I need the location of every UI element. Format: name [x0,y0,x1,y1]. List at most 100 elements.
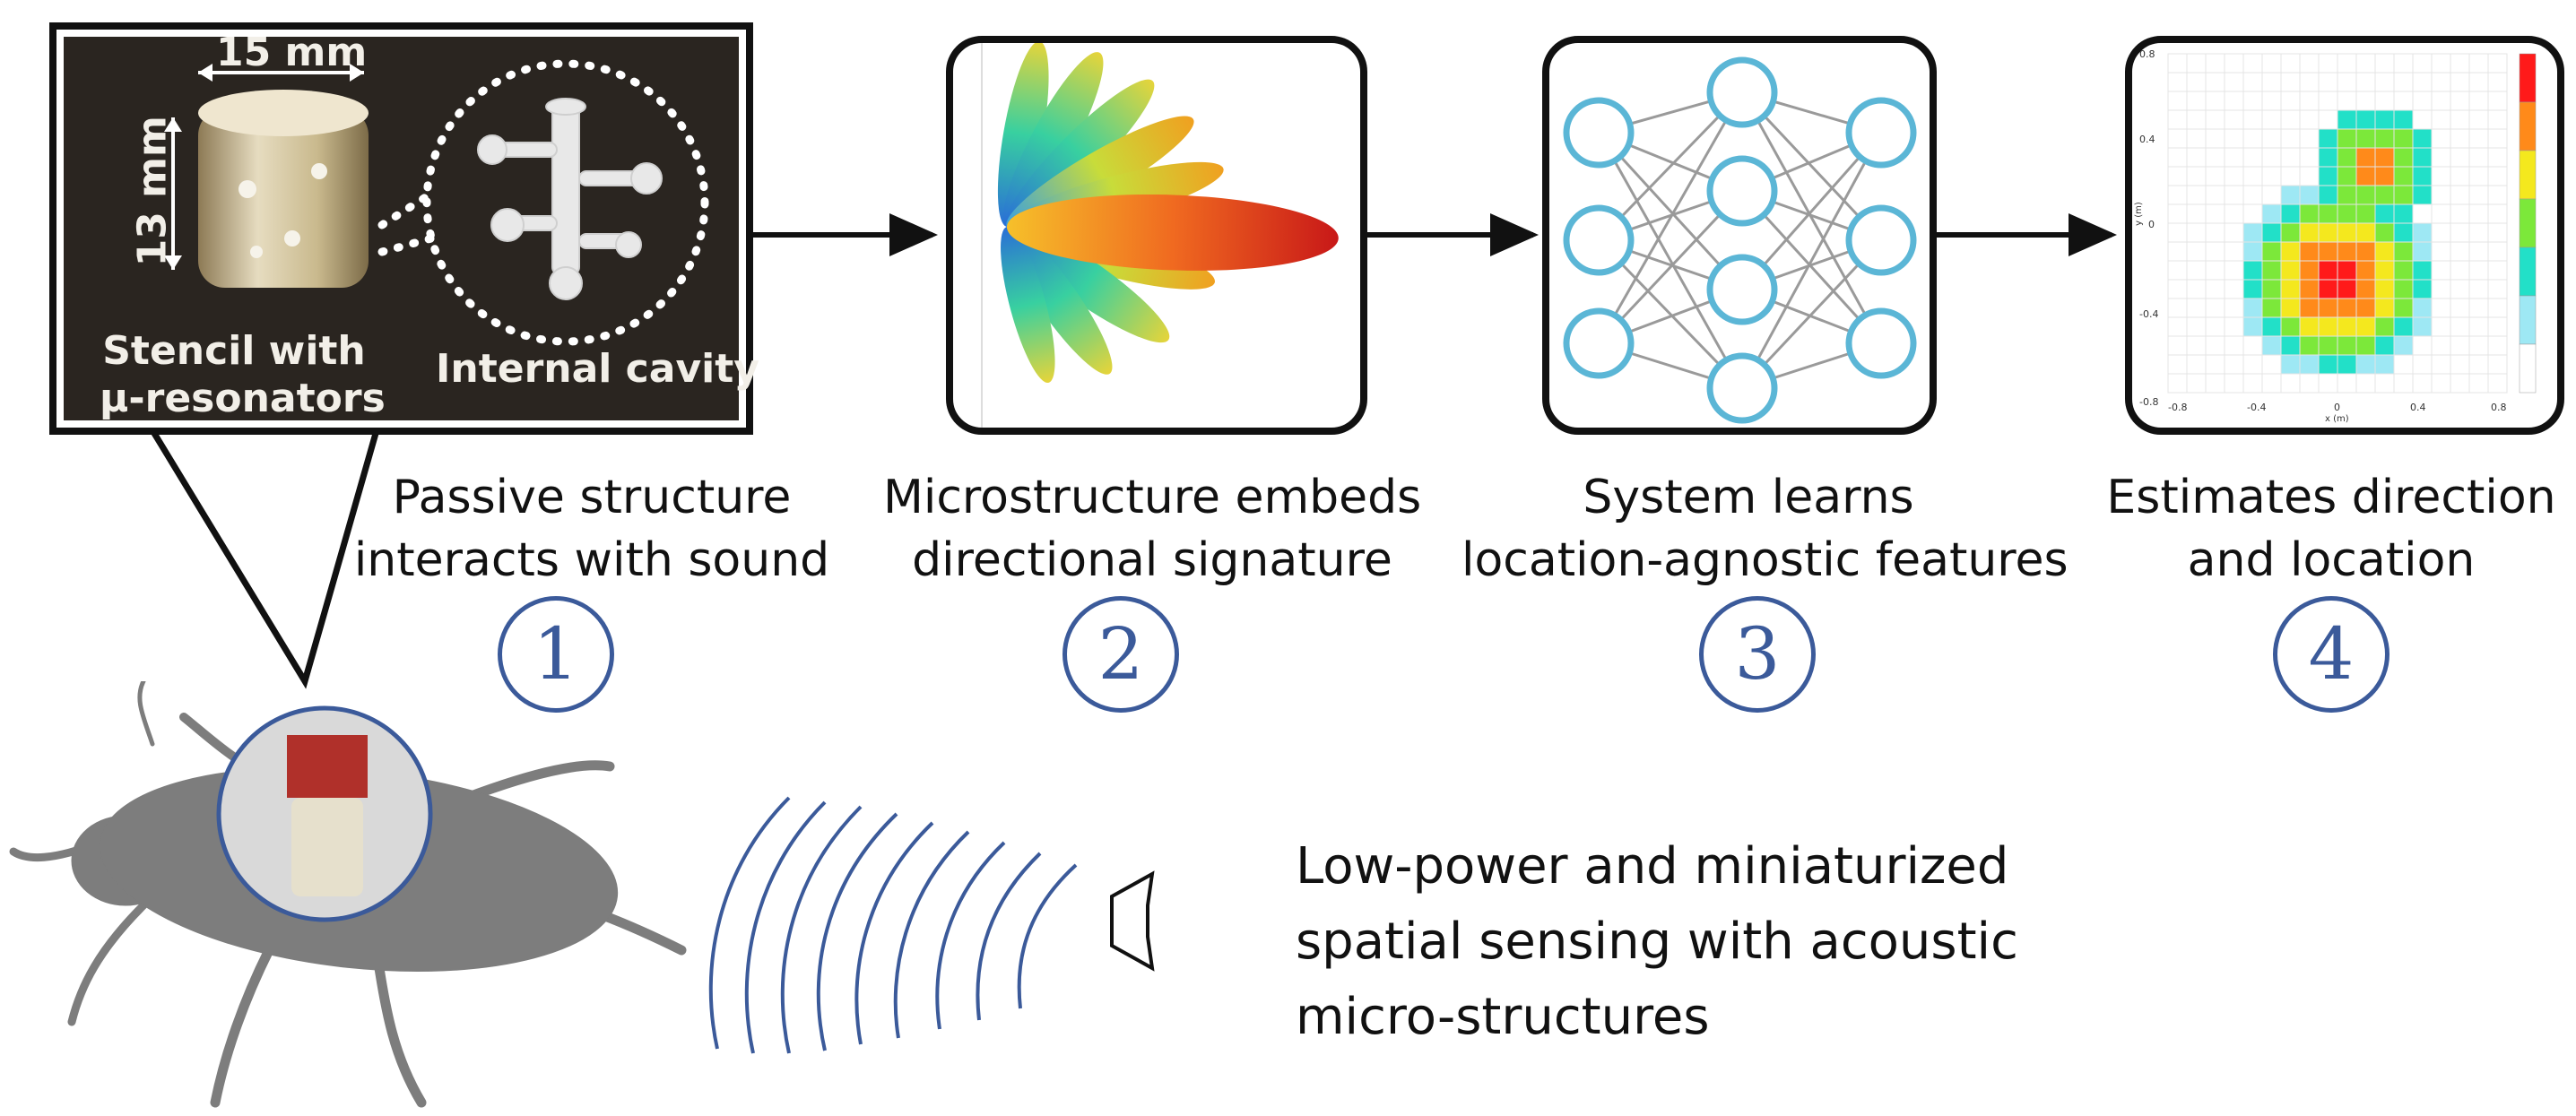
y-tick-label: 0.8 [2139,48,2155,60]
heatmap-cell [2318,91,2338,111]
heatmap-cell [2487,222,2508,243]
heatmap-cell [2318,128,2338,149]
heatmap-cell [2412,147,2433,168]
heatmap-cell [2450,241,2470,262]
directional-pattern-plot [981,43,1339,428]
heatmap-cell [2355,316,2376,337]
heatmap-cell [2299,354,2320,375]
heatmap-cell [2337,53,2357,74]
heatmap-cell [2224,72,2244,92]
heatmap-cell [2412,222,2433,243]
heatmap-cell [2242,260,2263,281]
heatmap-cell [2468,203,2489,224]
heatmap-cell [2393,72,2414,92]
heatmap-cell [2468,335,2489,356]
heatmap-cell [2374,222,2395,243]
colorbar-segment [2519,295,2537,345]
heatmap-cell [2337,373,2357,394]
heatmap-cell [2468,166,2489,186]
heatmap-cell [2242,279,2263,299]
heatmap-cell [2412,316,2433,337]
heatmap-cell [2280,260,2301,281]
heatmap-cell [2374,185,2395,205]
heatmap-cell [2318,373,2338,394]
heatmap-cell [2261,53,2282,74]
heatmap-cell [2186,53,2207,74]
heatmap-cell [2261,222,2282,243]
heatmap-cell [2318,354,2338,375]
heatmap-cell [2450,185,2470,205]
heatmap-cell [2280,373,2301,394]
heatmap-cell [2393,316,2414,337]
heatmap-cell [2337,166,2357,186]
heatmap-cell [2337,203,2357,224]
heatmap-cell [2374,128,2395,149]
heatmap-cell [2261,109,2282,130]
heatmap-cell [2374,373,2395,394]
heatmap-cell [2374,72,2395,92]
heatmap-cell [2299,279,2320,299]
x-tick-label: 0.4 [2410,402,2426,413]
heatmap-cell [2318,203,2338,224]
heatmap-y-ticks: 0.8 0.4 0 -0.4 -0.8 [2139,48,2166,408]
heatmap-cell [2412,91,2433,111]
heatmap-cell [2412,109,2433,130]
heatmap-cell [2261,316,2282,337]
heatmap-cell [2468,222,2489,243]
heatmap-cell [2374,109,2395,130]
heatmap-cell [2186,203,2207,224]
heatmap-cell [2186,222,2207,243]
nn-node [1845,97,1917,169]
heatmap-cell [2468,354,2489,375]
heatmap-cell [2299,335,2320,356]
heatmap-cell [2450,335,2470,356]
heatmap-cell [2412,373,2433,394]
step-2-number-badge: 2 [1062,596,1179,713]
heatmap-cell [2487,316,2508,337]
heatmap-cell [2355,222,2376,243]
heatmap-cell [2242,91,2263,111]
heatmap-cell [2280,109,2301,130]
colorbar-segment [2519,53,2537,103]
heatmap-cell [2242,72,2263,92]
heatmap-cell [2450,298,2470,318]
heatmap-cell [2186,147,2207,168]
step-4-caption: Estimates direction and location [2106,471,2556,588]
sound-waves [708,796,1155,1054]
heatmap-cell [2355,53,2376,74]
heatmap-cell [2337,335,2357,356]
nn-node [1706,56,1778,128]
heatmap-cell [2167,373,2188,394]
heatmap-cell [2393,354,2414,375]
heatmap-cell [2205,109,2225,130]
heatmap-cell [2280,91,2301,111]
heatmap-cell [2280,72,2301,92]
heatmap-cell [2355,260,2376,281]
height-dimension-label: 13 mm [129,116,176,267]
heatmap-cell [2487,128,2508,149]
heatmap-cell [2412,203,2433,224]
heatmap-cell [2468,128,2489,149]
heatmap-cell [2355,373,2376,394]
heatmap-cell [2487,203,2508,224]
heatmap-cell [2487,147,2508,168]
heatmap-cell [2450,260,2470,281]
heatmap-cell [2393,166,2414,186]
heatmap-cell [2318,166,2338,186]
heatmap-cell [2337,279,2357,299]
colorbar-segment [2519,101,2537,151]
heatmap-cell [2167,316,2188,337]
heatmap-cell [2242,241,2263,262]
heatmap-cell [2318,279,2338,299]
heatmap-cell [2412,185,2433,205]
heatmap-cell [2224,222,2244,243]
directional-pattern-panel [946,36,1367,435]
heatmap-cell [2261,260,2282,281]
heatmap-cell [2224,203,2244,224]
heatmap-cell [2337,185,2357,205]
heatmap-cell [2167,53,2188,74]
heatmap-cell [2374,260,2395,281]
heatmap-cell [2355,279,2376,299]
heatmap-cell [2318,335,2338,356]
heatmap-cell [2224,316,2244,337]
